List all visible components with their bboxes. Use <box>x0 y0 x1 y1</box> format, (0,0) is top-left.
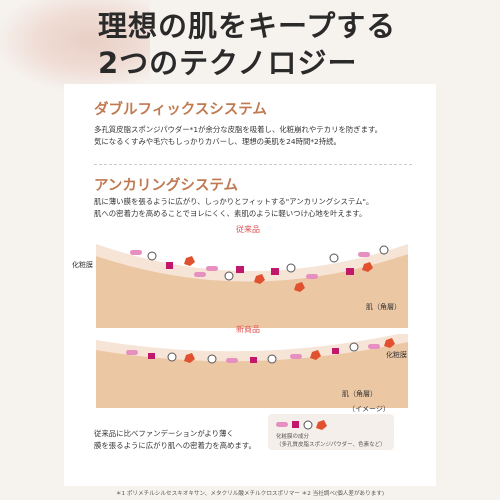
legend-magenta-particle <box>292 421 299 428</box>
pigment-particle <box>184 353 195 363</box>
sponge-particle <box>379 245 389 255</box>
new-product-illustration <box>96 332 408 408</box>
pigment-particle <box>254 274 265 284</box>
page-headline: 理想の肌をキープする 2つのテクノロジー <box>98 8 396 82</box>
ingredient-legend: 化粧膜の成分 （多孔質皮脂スポンジパウダー、色素など） <box>268 414 394 450</box>
pink-particle <box>290 354 302 359</box>
pink-particle <box>126 350 138 355</box>
legend-pink-particle <box>276 422 288 427</box>
old-particles <box>130 245 389 292</box>
sponge-particle <box>267 354 277 364</box>
magenta-particle <box>236 266 244 273</box>
old-product-label: 従来品 <box>236 225 260 234</box>
old-skin-label: 肌（角層） <box>366 303 401 311</box>
comparison-line-2: 膜を張るように広がり肌への密着力を高めます。 <box>94 441 256 450</box>
new-product-label: 新商品 <box>236 325 260 334</box>
sponge-particle <box>224 271 234 281</box>
magenta-particle <box>332 348 339 354</box>
pigment-particle <box>310 350 321 360</box>
section-text-double-fix: 多孔質皮脂スポンジパウダー*1が余分な皮脂を吸着し、化粧崩れやテカリを防ぎます。… <box>94 124 432 148</box>
legend-sponge-particle <box>303 420 313 430</box>
magenta-particle <box>148 353 155 359</box>
pigment-particle <box>184 256 195 266</box>
old-product-illustration <box>96 244 408 328</box>
pink-particle <box>226 358 238 363</box>
pink-particle <box>306 274 318 279</box>
sponge-particle <box>167 352 177 362</box>
magenta-particle <box>346 268 354 275</box>
pink-particle <box>358 252 370 257</box>
headline-line-1: 理想の肌をキープする <box>98 9 397 43</box>
new-skin-layer <box>96 340 408 408</box>
comparison-line-1: 従来品に比べファンデーションがより薄く <box>94 429 234 438</box>
magenta-particle <box>166 262 173 269</box>
old-product-diagram: 従来品 化粧膜 肌（角層） <box>72 225 416 328</box>
double-fix-line-2: 気になるくすみや毛穴もしっかりカバーし、理想の美肌を24時間*2持続。 <box>94 137 341 146</box>
section-title-double-fix: ダブルフィックスシステム <box>94 102 267 118</box>
anchoring-line-1: 肌に薄い膜を張るように広がり、しっかりとフィットする"アンカリングシステム"。 <box>94 197 374 206</box>
pink-particle <box>130 250 142 255</box>
comparison-text: 従来品に比べファンデーションがより薄く 膜を張るように広がり肌への密着力を高めま… <box>94 428 284 452</box>
section-divider <box>94 164 412 165</box>
legend-icons <box>276 420 327 430</box>
sponge-particle <box>329 253 339 263</box>
pigment-particle <box>294 282 305 292</box>
section-text-anchoring: 肌に薄い膜を張るように広がり、しっかりとフィットする"アンカリングシステム"。 … <box>94 196 432 220</box>
section-title-anchoring: アンカリングシステム <box>94 178 238 194</box>
pigment-particle <box>362 262 373 272</box>
footnote: ＊1 ポリメチルシルセスキオキサン、メタクリル酸メチルクロスポリマー ＊2 当社… <box>115 491 385 497</box>
pink-particle <box>368 344 380 349</box>
legend-pigment-particle <box>316 420 327 430</box>
double-fix-line-1: 多孔質皮脂スポンジパウダー*1が余分な皮脂を吸着し、化粧崩れやテカリを防ぎます。 <box>94 125 383 134</box>
pink-particle <box>194 272 206 277</box>
new-film-label: 化粧膜 <box>386 351 407 359</box>
sponge-particle <box>286 263 296 273</box>
magenta-particle <box>250 357 257 363</box>
headline-line-2: 2つのテクノロジー <box>98 46 358 80</box>
content-card: ダブルフィックスシステム 多孔質皮脂スポンジパウダー*1が余分な皮脂を吸着し、化… <box>64 84 436 486</box>
foundation-swatch <box>0 0 150 90</box>
magenta-particle <box>271 268 279 275</box>
legend-detail: （多孔質皮脂スポンジパウダー、色素など） <box>276 442 386 448</box>
new-skin-label: 肌（角層） <box>342 390 377 398</box>
image-note: （イメージ） <box>348 405 390 413</box>
old-film-label: 化粧膜 <box>72 261 93 269</box>
pigment-particle <box>384 338 395 348</box>
anchoring-line-2: 肌への密着力を高めることでヨレにくく、素肌のように軽いつけ心地を叶えます。 <box>94 209 367 218</box>
sponge-particle <box>147 251 157 261</box>
old-skin-layer <box>96 254 408 328</box>
legend-title: 化粧膜の成分 <box>276 434 310 440</box>
pink-particle <box>206 266 218 271</box>
new-particles <box>126 338 395 364</box>
new-product-diagram: 新商品 化粧膜 肌（角層） <box>86 325 416 408</box>
sponge-particle <box>349 342 359 352</box>
sponge-particle <box>207 354 217 364</box>
old-film-layer <box>96 244 408 282</box>
